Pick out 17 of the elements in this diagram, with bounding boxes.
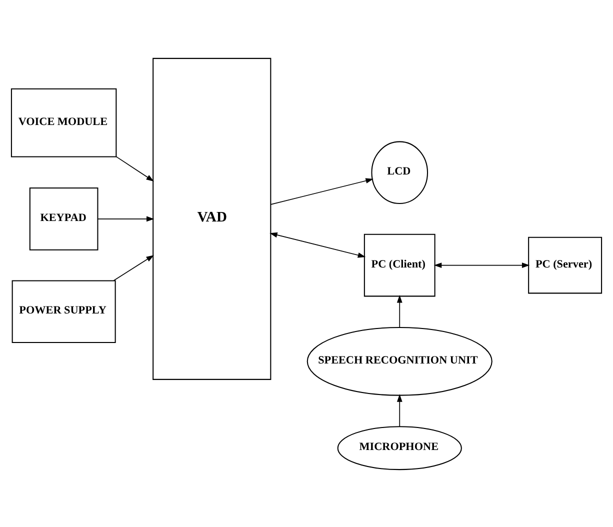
node-box: POWER SUPPLY: [12, 280, 116, 343]
arrow: [434, 262, 530, 268]
node-box: PC (Server): [528, 236, 602, 294]
node-box: VOICE MODULE: [10, 88, 117, 157]
arrow: [270, 178, 374, 204]
arrow: [270, 232, 366, 258]
node-ellipse: MICROPHONE: [337, 426, 462, 470]
node-box: VAD: [152, 57, 272, 380]
arrow: [97, 216, 154, 222]
node-box: KEYPAD: [29, 187, 98, 250]
node-box: PC (Client): [364, 233, 436, 296]
arrow: [116, 156, 154, 181]
arrow: [396, 394, 402, 426]
arrow: [396, 294, 402, 328]
node-ellipse: SPEECH RECOGNITION UNIT: [306, 326, 492, 396]
arrow: [113, 254, 154, 280]
node-circle: LCD: [371, 140, 428, 204]
